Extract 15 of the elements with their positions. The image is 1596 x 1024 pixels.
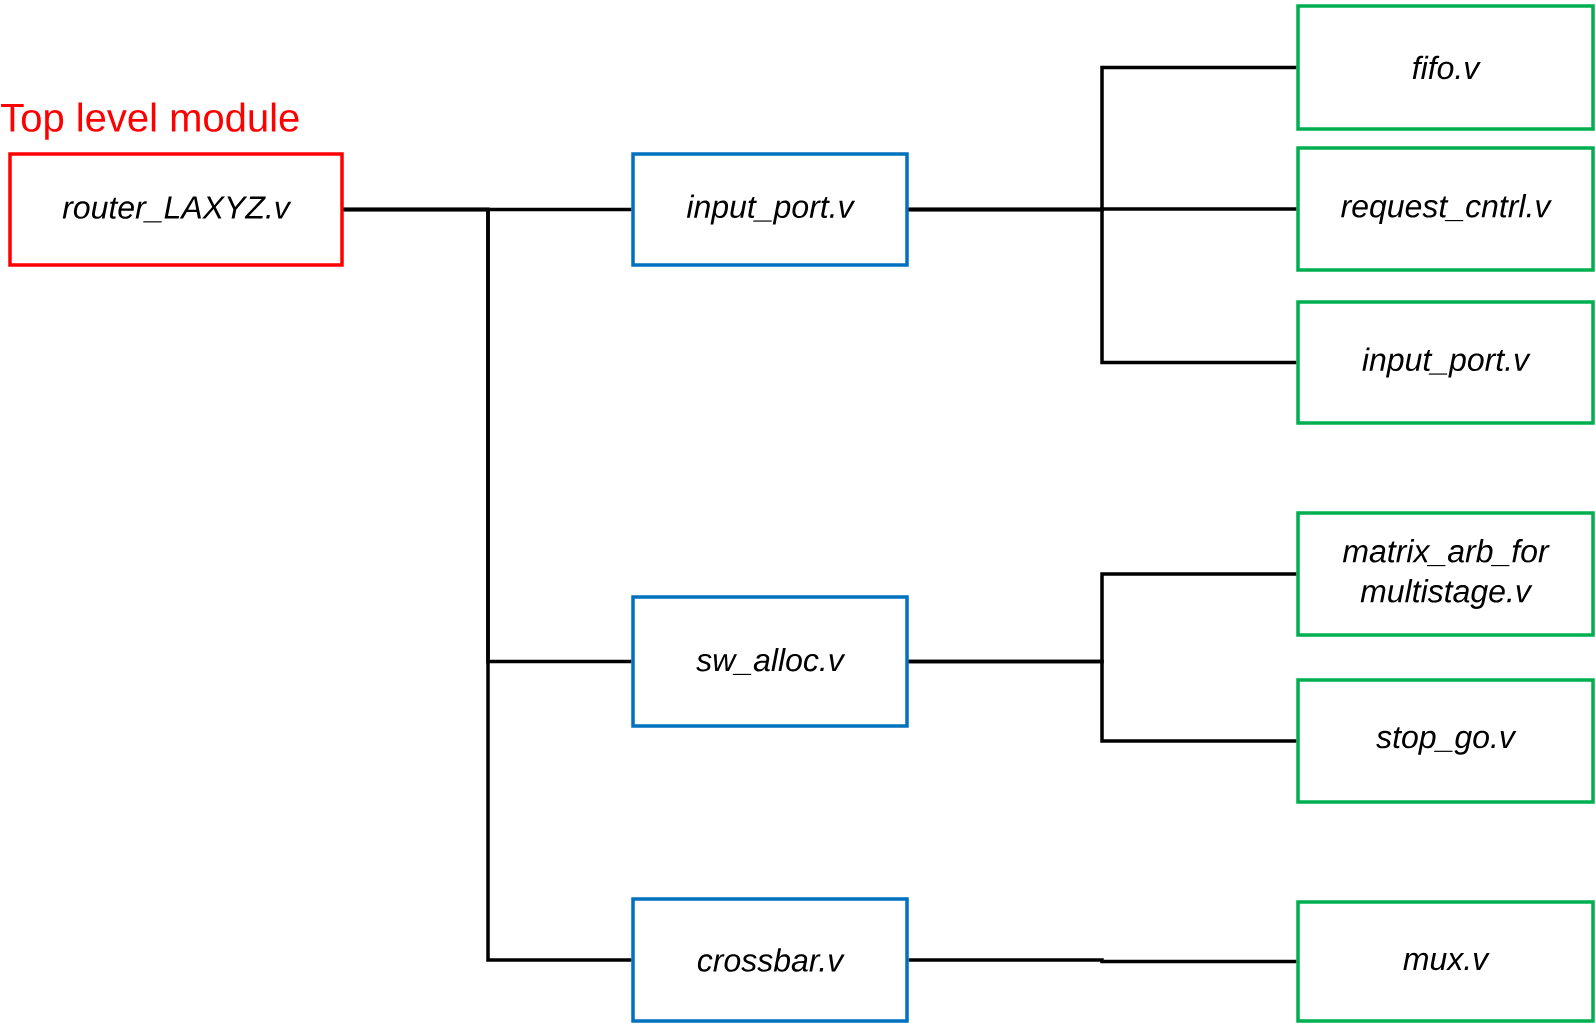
- module-box: stop_go.v: [1296, 678, 1595, 804]
- module-box: matrix_arb_for multistage.v: [1296, 511, 1595, 637]
- module-box: request_cntrl.v: [1296, 146, 1595, 272]
- connector-line: [908, 958, 1297, 964]
- heading: Top level module: [1, 102, 299, 140]
- connector-line: [908, 207, 1297, 365]
- connector-line: [908, 659, 1297, 743]
- module-box: fifo.v: [1296, 4, 1595, 131]
- module-box: mux.v: [1296, 900, 1595, 1023]
- module-box: sw_alloc.v: [631, 595, 909, 728]
- module-box: input_port.v: [1296, 300, 1595, 425]
- module-box: crossbar.v: [631, 897, 909, 1023]
- module-box: router_LAXYZ.v: [8, 152, 344, 267]
- connector-line: [343, 207, 632, 962]
- module-box: input_port.v: [631, 152, 909, 267]
